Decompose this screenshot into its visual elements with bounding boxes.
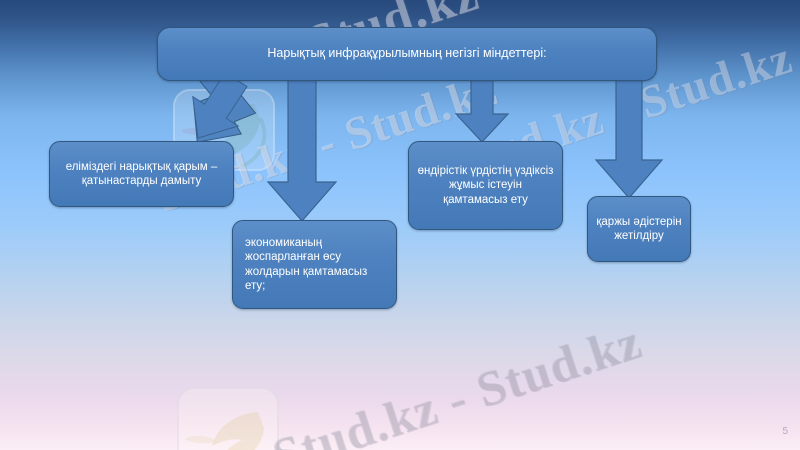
task-box-3: өндірістік үрдістің үздіксіз жұмыс істеу… [408,141,563,230]
task-box-4: қаржы әдістерін жетілдіру [587,196,691,262]
bird-logo-watermark-bottom [177,387,279,450]
task-box-3-text: өндірістік үрдістің үздіксіз жұмыс істеу… [417,165,554,206]
connector-arrow-3 [454,78,510,143]
slide-title-text: Нарықтық инфрақұрылымның негізгі міндетт… [267,46,547,61]
task-box-2-text: экономиканың жоспарланған өсу жолдарын қ… [245,237,368,292]
connector-arrow-4 [594,78,664,199]
watermark-text-bottom: Stud.kz - Stud.kz [265,312,648,450]
task-box-2: экономиканың жоспарланған өсу жолдарын қ… [232,220,397,309]
task-box-1-text: еліміздегі нарықтық қарым – қатынастарды… [65,160,218,187]
page-number: 5 [782,426,788,437]
slide-title-box: Нарықтық инфрақұрылымның негізгі міндетт… [157,27,657,81]
task-box-4-text: қаржы әдістерін жетілдіру [596,215,682,242]
task-box-1: еліміздегі нарықтық қарым – қатынастарды… [49,141,234,207]
connector-arrow-2 [266,78,338,222]
